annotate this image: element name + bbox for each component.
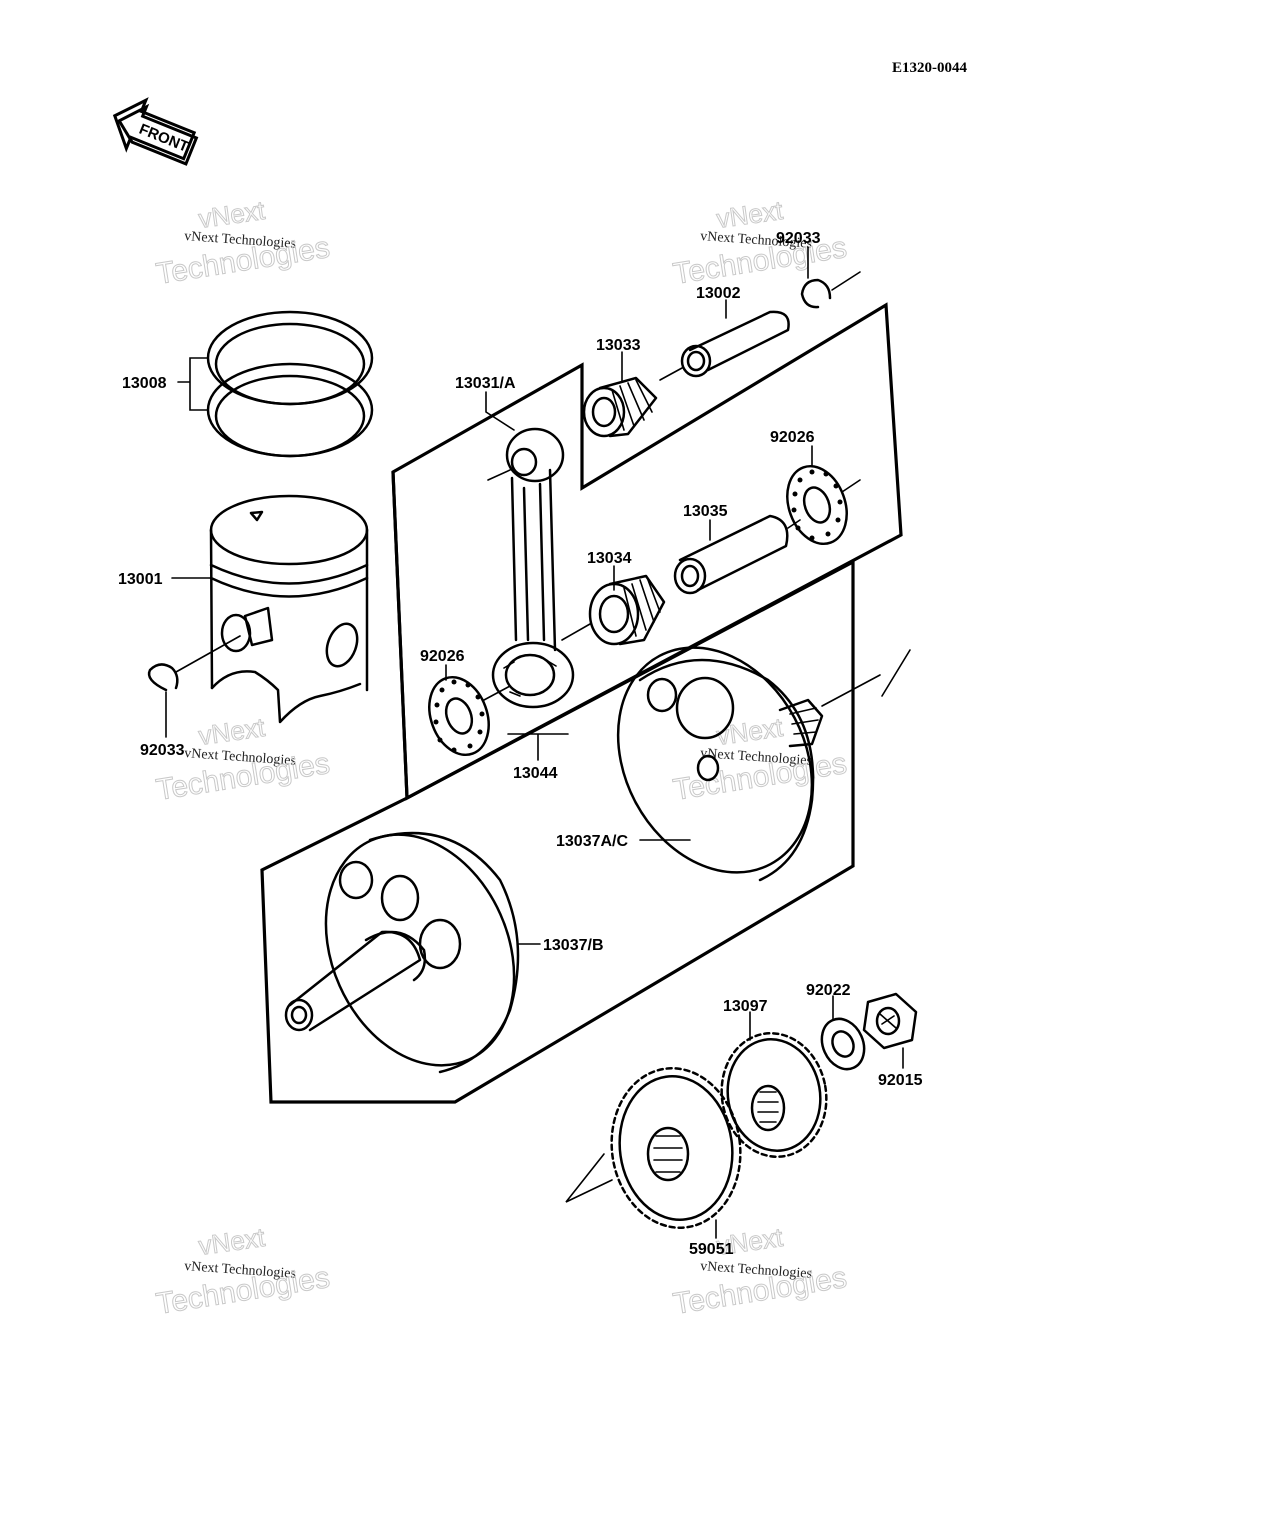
label-92026-upper: 92026	[770, 429, 815, 446]
label-13037b: 13037/B	[543, 937, 604, 954]
label-13044: 13044	[513, 765, 558, 782]
label-92033-left: 92033	[140, 742, 185, 759]
thrust-washer-upper	[786, 464, 861, 546]
crank-half-left	[284, 831, 520, 1074]
watermark-mid-left: vNext vNext Technologies Technologies	[153, 711, 332, 807]
drawing-code: E1320-0044	[892, 60, 968, 76]
crank-pin	[673, 514, 801, 595]
front-arrow-icon: FRONT	[112, 97, 199, 166]
circlip-left	[147, 635, 241, 692]
svg-text:vNext: vNext	[715, 712, 786, 751]
label-13037ac: 13037A/C	[556, 833, 628, 850]
label-13097: 13097	[723, 998, 768, 1015]
large-gear	[565, 1067, 742, 1229]
label-13035: 13035	[683, 503, 728, 520]
label-92015: 92015	[878, 1072, 923, 1089]
big-end-bearing	[561, 574, 666, 646]
crank-half-right	[616, 646, 911, 882]
piston-pin	[659, 310, 790, 381]
svg-text:vNext: vNext	[197, 1222, 268, 1261]
label-13031a: 13031/A	[455, 375, 516, 392]
watermark-bottom-left: vNext vNext Technologies Technologies	[153, 1221, 332, 1321]
gear-washer	[820, 1017, 866, 1071]
connecting-rod	[487, 427, 575, 709]
label-13002: 13002	[696, 285, 741, 302]
watermark-top-left: vNext vNext Technologies Technologies	[153, 194, 332, 291]
callout-line-13008	[177, 357, 209, 411]
svg-text:vNext: vNext	[197, 712, 268, 751]
piston-rings	[206, 310, 374, 458]
callout-line-13044	[507, 733, 569, 761]
svg-text:vNext: vNext	[715, 195, 786, 234]
callout-line-13031	[485, 391, 515, 431]
label-92026-lower: 92026	[420, 648, 465, 665]
label-13033: 13033	[596, 337, 641, 354]
piston	[209, 494, 369, 724]
svg-text:vNext: vNext	[197, 195, 268, 234]
label-13008: 13008	[122, 375, 167, 392]
hex-nut	[862, 992, 918, 1050]
label-59051: 59051	[689, 1241, 734, 1258]
small-end-bearing	[582, 376, 658, 438]
circlip-right	[800, 271, 861, 309]
primary-gear	[720, 1032, 828, 1158]
label-92033-right: 92033	[776, 230, 821, 247]
label-92022: 92022	[806, 982, 851, 999]
watermark-top-right: vNext vNext Technologies Technologies	[670, 194, 849, 291]
watermark-bottom-right: vNext vNext Technologies Technologies	[670, 1221, 849, 1321]
label-13034: 13034	[587, 550, 632, 567]
watermark-mid-right: vNext vNext Technologies Technologies	[670, 711, 849, 807]
label-13001: 13001	[118, 571, 163, 588]
crankshaft-assembly-frame	[260, 471, 855, 1104]
